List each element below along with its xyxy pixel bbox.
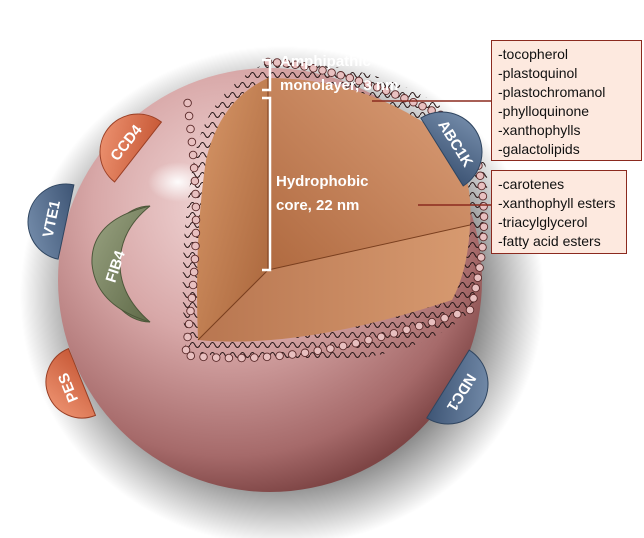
lipid-head-bead xyxy=(189,267,199,277)
lipid-head-bead xyxy=(191,241,200,251)
core-item: -xanthophyll esters xyxy=(498,195,616,211)
lipid-head-bead xyxy=(440,313,449,323)
monolayer-bracket xyxy=(262,58,272,92)
lipid-head-bead xyxy=(338,341,348,351)
lipid-head-bead xyxy=(184,319,194,329)
lipid-head-bead xyxy=(189,163,199,173)
lipid-head-bead xyxy=(183,98,192,108)
monolayer-item: -plastochromanol xyxy=(498,84,606,100)
lipid-head-bead xyxy=(414,321,424,331)
lipid-head-bead xyxy=(381,86,391,96)
lipid-head-bead xyxy=(224,353,234,363)
lipid-head-bead xyxy=(275,351,284,361)
lipid-head-bead xyxy=(391,90,400,99)
monolayer-components-box: -tocopherol -plastoquinol -plastochromanol… xyxy=(491,40,642,161)
lipid-head-bead xyxy=(479,222,489,232)
lipid-head-bead xyxy=(409,97,418,107)
lipid-head-bead xyxy=(477,181,486,191)
lipid-head-bead xyxy=(400,94,409,103)
lipid-head-bead xyxy=(376,332,386,342)
lipid-head-bead xyxy=(473,273,483,283)
lipid-head-bead xyxy=(318,66,327,75)
core-bracket xyxy=(262,96,272,272)
lipid-head-bead xyxy=(465,305,475,315)
lipid-head-bead xyxy=(478,242,487,252)
lipid-head-bead xyxy=(186,306,195,316)
lipid-head-bead xyxy=(402,325,411,335)
lipid-head-bead xyxy=(187,293,197,303)
lipid-head-bead xyxy=(237,353,246,363)
monolayer-item: -galactolipids xyxy=(498,141,580,157)
lipid-head-bead xyxy=(309,64,318,73)
lipid-head-bead xyxy=(191,202,201,212)
lipid-head-bead xyxy=(453,309,462,319)
core-label-line1: Hydrophobic xyxy=(276,173,369,190)
monolayer-item: -plastoquinol xyxy=(498,65,578,81)
core-item: -fatty acid esters xyxy=(498,233,601,249)
lipid-head-bead xyxy=(188,150,198,160)
lipid-head-bead xyxy=(475,171,485,181)
lipid-head-bead xyxy=(211,353,221,362)
protein-vte1: VTE1 xyxy=(27,183,75,260)
lipid-head-bead xyxy=(427,317,437,327)
lipid-head-bead xyxy=(469,293,478,303)
lipid-head-bead xyxy=(326,344,335,353)
core-item: -carotenes xyxy=(498,176,565,192)
lipid-head-bead xyxy=(389,329,399,338)
core-item: -triacylglycerol xyxy=(498,214,588,230)
lipid-head-bead xyxy=(345,73,355,83)
lipid-head-bead xyxy=(475,263,484,272)
lipid-head-bead xyxy=(418,102,427,111)
hydrophobic-core xyxy=(197,78,471,342)
lipid-head-bead xyxy=(354,76,364,86)
lipid-head-bead xyxy=(478,191,488,201)
lipid-head-bead xyxy=(288,350,297,359)
core-label-line2: core, 22 nm xyxy=(276,197,359,214)
lipid-head-bead xyxy=(300,62,309,71)
monolayer-item: -phylloquinone xyxy=(498,103,590,119)
lipid-head-bead xyxy=(250,353,259,362)
lipid-head-bead xyxy=(272,58,282,67)
lipid-head-bead xyxy=(186,351,196,361)
lipid-head-bead xyxy=(471,283,480,293)
lipid-head-bead xyxy=(364,335,373,345)
lipid-head-bead xyxy=(181,345,191,355)
lipid-head-bead xyxy=(363,79,373,89)
lipid-head-bead xyxy=(183,332,192,342)
lipid-head-bead xyxy=(479,212,489,221)
lipid-head-bead xyxy=(300,348,310,358)
lipid-head-bead xyxy=(190,176,200,186)
lipid-head-bead xyxy=(372,83,382,92)
lipid-head-bead xyxy=(188,280,198,290)
lipid-head-bead xyxy=(479,232,488,242)
lipid-head-bead xyxy=(184,111,194,121)
monolayer-label-line1: Amphipathic xyxy=(280,53,371,70)
lipid-head-bead xyxy=(281,59,291,68)
monolayer-label-line2: monolayer, 3 nm xyxy=(280,77,398,94)
monolayer-item: -xanthophylls xyxy=(498,122,581,138)
lipid-head-bead xyxy=(327,68,336,77)
lipid-head-bead xyxy=(336,71,345,80)
lipid-head-bead xyxy=(262,352,272,362)
core-components-box: -carotenes -xanthophyll esters -triacylgly… xyxy=(491,170,627,254)
lipid-head-bead xyxy=(199,352,208,362)
lipid-head-bead xyxy=(291,60,300,70)
lipid-head-bead xyxy=(313,346,322,356)
lipid-head-bead xyxy=(190,254,200,264)
lipid-head-bead xyxy=(191,228,201,238)
lipid-head-bead xyxy=(191,215,201,225)
lipid-head-bead xyxy=(351,338,361,348)
lipid-head-bead xyxy=(187,137,197,147)
monolayer-item: -tocopherol xyxy=(498,46,569,62)
lipid-head-bead xyxy=(186,124,195,134)
lipid-head-bead xyxy=(479,202,488,211)
protein-pes: PES xyxy=(45,347,97,419)
lipid-head-bead xyxy=(476,253,486,262)
lipid-head-bead xyxy=(191,189,200,199)
